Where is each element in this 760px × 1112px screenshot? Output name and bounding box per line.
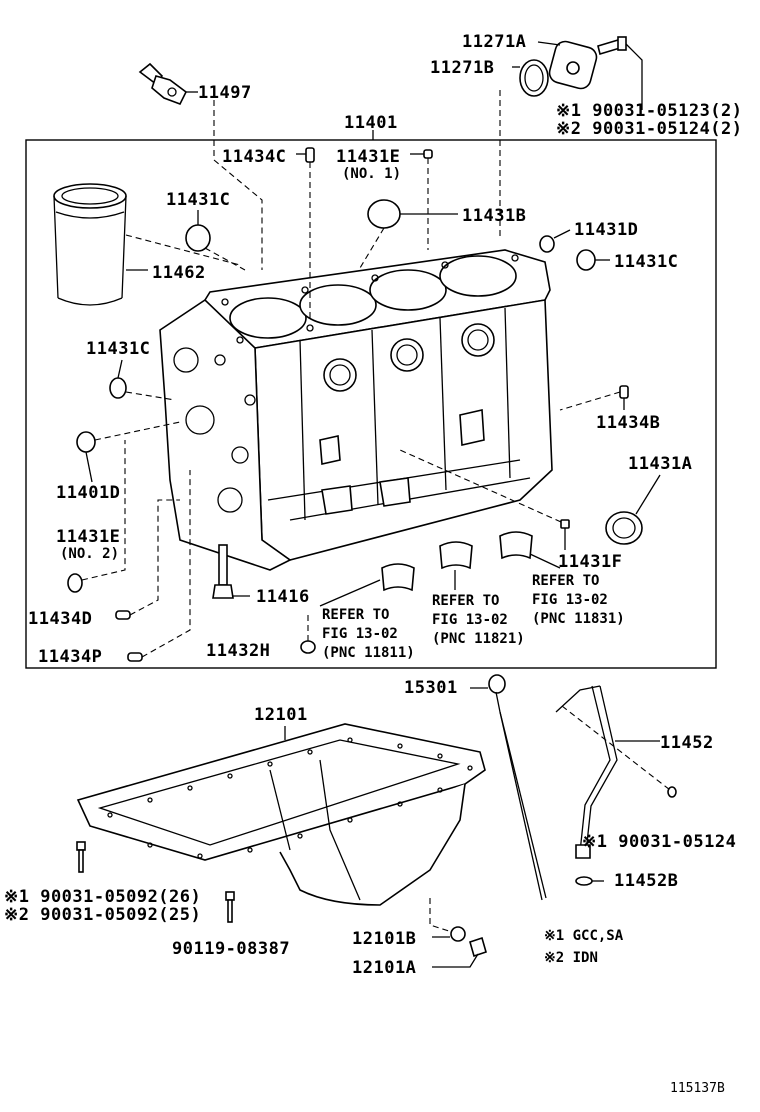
ref2-line2: FIG 13-02	[432, 612, 508, 628]
label-11416: 11416	[256, 587, 310, 607]
pin-11434P[interactable]	[127, 652, 143, 662]
ref3-line1: REFER TO	[532, 573, 599, 589]
label-11401: 11401	[344, 113, 398, 133]
legend-1: ※1 GCC,SA	[544, 928, 624, 944]
cylinder-liner-11462[interactable]	[53, 183, 127, 306]
part-labels: 11271A 11271B 11497 11401 11434C 11431E …	[28, 32, 714, 978]
bearing-pnc-11831[interactable]	[499, 531, 533, 560]
plug-11431E-no1[interactable]	[423, 149, 433, 159]
label-11431B: 11431B	[462, 206, 526, 226]
tube-bolt-90031-05124[interactable]	[667, 786, 677, 798]
bearing-pnc-11821[interactable]	[439, 541, 473, 570]
label-15301: 15301	[404, 678, 458, 698]
label-11401D: 11401D	[56, 483, 120, 503]
oil-seal-11431A[interactable]	[605, 511, 643, 545]
stud-11416[interactable]	[212, 544, 234, 599]
label-11431C-right: 11431C	[614, 252, 678, 272]
dipstick-guide-11452[interactable]	[555, 685, 618, 859]
label-11431A: 11431A	[628, 454, 692, 474]
label-11434C: 11434C	[222, 147, 286, 167]
plug-11431B[interactable]	[367, 199, 401, 229]
oil-pan-12101[interactable]	[76, 723, 486, 906]
note-tube: ※1 90031-05124	[582, 832, 736, 852]
label-11431C-upper: 11431C	[166, 190, 230, 210]
o-ring-11452B[interactable]	[575, 876, 593, 886]
label-12101B: 12101B	[352, 929, 416, 949]
pin-11434B[interactable]	[619, 385, 629, 399]
plug-11497[interactable]	[138, 62, 188, 106]
ref1-line1: REFER TO	[322, 607, 389, 623]
label-12101: 12101	[254, 705, 308, 725]
label-no2: (NO. 2)	[60, 546, 119, 562]
label-11431F: 11431F	[558, 552, 622, 572]
cylinder-block-11401[interactable]	[159, 249, 553, 571]
ref3-line3: (PNC 11831)	[532, 611, 625, 627]
bolt-notes: ※1 90031-05123(2) ※2 90031-05124(2) ※1 9…	[4, 101, 743, 925]
water-hole-cover-11271A[interactable]	[547, 39, 598, 90]
plug-11401D[interactable]	[76, 431, 96, 453]
ref2-line1: REFER TO	[432, 593, 499, 609]
label-11431D: 11431D	[574, 220, 638, 240]
label-11452B: 11452B	[614, 871, 678, 891]
label-11431E-no1: 11431E	[336, 147, 400, 167]
bearing-pnc-11811[interactable]	[381, 563, 415, 592]
label-12101A: 12101A	[352, 958, 416, 978]
diagram-id: 115137B	[670, 1081, 725, 1096]
label-11462: 11462	[152, 263, 206, 283]
plug-11431C-right[interactable]	[576, 249, 596, 271]
plug-11431E-no2[interactable]	[67, 573, 83, 593]
legend-2: ※2 IDN	[544, 950, 598, 966]
drain-gasket-12101B[interactable]	[450, 926, 466, 942]
ref1-line2: FIG 13-02	[322, 626, 398, 642]
ref1-line3: (PNC 11811)	[322, 645, 415, 661]
gasket-11271B[interactable]	[519, 59, 549, 97]
plug-11431D[interactable]	[539, 235, 555, 253]
label-11497: 11497	[198, 83, 252, 103]
label-11431E-no2: 11431E	[56, 527, 120, 547]
dipstick-15301[interactable]	[488, 674, 547, 901]
cylinder-block-frame	[25, 139, 717, 669]
label-90119-08387: 90119-08387	[172, 939, 290, 959]
label-11434B: 11434B	[596, 413, 660, 433]
ref2-line3: (PNC 11821)	[432, 631, 525, 647]
label-11434P: 11434P	[38, 647, 102, 667]
label-11432H: 11432H	[206, 641, 270, 661]
plug-11432H[interactable]	[300, 640, 316, 654]
pin-11434D[interactable]	[115, 610, 131, 620]
drain-stud-90119-08387[interactable]	[225, 891, 235, 923]
label-no1: (NO. 1)	[342, 166, 401, 182]
note-pan-1: ※1 90031-05092(26)	[4, 887, 201, 907]
label-11271B: 11271B	[430, 58, 494, 78]
plug-11431C-upper[interactable]	[185, 224, 211, 252]
label-11452: 11452	[660, 733, 714, 753]
drain-plug-12101A[interactable]	[469, 936, 487, 958]
note-bolt-1: ※1 90031-05123(2)	[556, 101, 743, 121]
legend: ※1 GCC,SA ※2 IDN	[544, 928, 624, 966]
note-pan-2: ※2 90031-05092(25)	[4, 905, 201, 925]
pan-bolt-90031-05092[interactable]	[76, 841, 86, 873]
refer-notes: REFER TO FIG 13-02 (PNC 11811) REFER TO …	[322, 573, 625, 661]
bolt-90031-05123[interactable]	[597, 36, 627, 56]
pin-11434C[interactable]	[305, 147, 315, 163]
ref3-line2: FIG 13-02	[532, 592, 608, 608]
plug-11431F[interactable]	[560, 519, 570, 529]
label-11271A: 11271A	[462, 32, 526, 52]
label-11431C-left: 11431C	[86, 339, 150, 359]
plug-11431C-left[interactable]	[109, 377, 127, 399]
note-bolt-2: ※2 90031-05124(2)	[556, 119, 743, 139]
label-11434D: 11434D	[28, 609, 92, 629]
